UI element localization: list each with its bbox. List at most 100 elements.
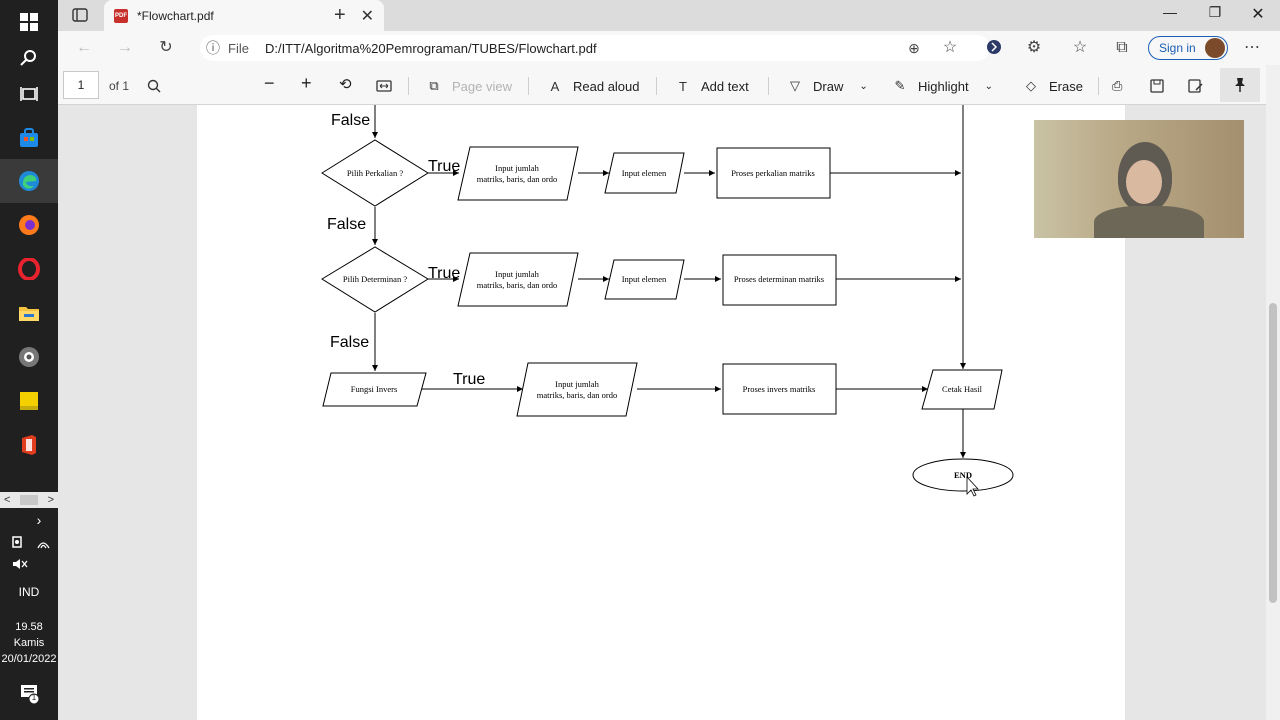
input-jumlah-shape-1 [457,146,579,201]
decision-determinan-label: Pilih Determinan ? [343,274,407,284]
print-icon[interactable]: ⎙ [1112,78,1123,93]
url-text[interactable]: D:/ITT/Algoritma%20Pemrograman/TUBES/Flo… [264,40,597,56]
info-icon[interactable]: ⓘ [206,40,220,56]
file-explorer-icon[interactable] [0,291,58,335]
scroll-left-icon[interactable]: < [4,494,11,506]
extension-icon[interactable] [984,39,1004,57]
back-icon[interactable]: ← [76,39,92,56]
eraser-icon: ◇ [1026,78,1036,93]
search-icon[interactable] [0,36,58,80]
scrollbar-thumb[interactable] [1269,303,1277,603]
label-false-1: False [331,112,370,129]
pin-toolbar-icon[interactable] [1220,68,1260,102]
scroll-thumb[interactable] [20,495,38,505]
extensions-puzzle-icon[interactable]: ⚙ [1026,39,1042,56]
save-icon[interactable] [1150,76,1164,96]
label-true-2: True [428,265,460,282]
tab-flowchart-pdf[interactable]: PDF *Flowchart.pdf ✕ [104,0,384,31]
volume-muted-icon[interactable] [12,557,28,575]
proses-determinan-shape [722,254,837,306]
draw-label: Draw [813,78,844,94]
sign-in-button[interactable]: Sign in [1148,36,1228,60]
label-true-3: True [453,371,485,388]
highlight-button[interactable]: ✎ Highlight ⌄ [892,76,993,96]
cetak-hasil-shape [921,369,1003,410]
separator [656,77,657,95]
clock-time[interactable]: 19.58 [15,621,43,633]
more-options-icon[interactable]: ⋯ [1244,39,1260,56]
draw-button[interactable]: ▽ Draw ⌄ [787,76,868,96]
url-field[interactable]: ⓘ File D:/ITT/Algoritma%20Pemrograman/TU… [200,35,990,61]
notification-count: 1 [31,693,37,702]
input-jumlah-3-line2: matriks, baris, dan ordo [537,390,618,400]
label-false-2: False [327,216,366,233]
tab-actions-icon[interactable] [72,8,88,27]
notifications-icon[interactable]: 1 [20,684,40,709]
label-true-1: True [428,158,460,175]
mouse-cursor-icon [966,475,979,497]
camera-app-icon[interactable] [0,335,58,379]
store-icon[interactable] [0,116,58,160]
draw-chevron-down-icon[interactable]: ⌄ [859,80,868,92]
show-hidden-icons-icon[interactable]: › [36,512,42,528]
windows-start-icon[interactable] [0,0,58,44]
input-jumlah-2-line1: Input jumlah [495,269,539,279]
wifi-icon[interactable] [36,536,50,555]
clock-day: Kamis [13,637,45,649]
url-prefix: File [228,40,249,56]
separator [528,77,529,95]
refresh-icon[interactable]: ↻ [159,39,173,56]
draw-icon: ▽ [790,78,800,93]
language-indicator[interactable]: IND [18,585,40,599]
close-window-icon[interactable]: ✕ [1251,6,1265,23]
add-favorite-icon[interactable]: ☆ [942,39,958,56]
sticky-notes-icon[interactable] [0,379,58,423]
scroll-right-icon[interactable]: > [47,494,54,506]
forward-icon[interactable]: → [117,39,133,56]
meet-now-icon[interactable] [12,535,26,554]
close-tab-icon[interactable]: ✕ [360,7,374,25]
task-view-icon[interactable] [0,72,58,116]
sign-in-label: Sign in [1159,41,1196,55]
find-icon[interactable] [147,76,161,96]
save-as-icon[interactable] [1188,76,1203,96]
read-aloud-icon: A [550,78,560,94]
highlight-icon: ✎ [894,78,906,93]
page-view-button[interactable]: ⧉Page view [426,76,512,96]
tab-title: *Flowchart.pdf [137,8,214,23]
new-tab-icon[interactable]: + [334,4,346,26]
zoom-icon[interactable]: ⊕ [908,40,920,56]
input-elemen-shape-1 [604,152,685,194]
address-bar: ← → ↻ ⓘ File D:/ITT/Algoritma%20Pemrogra… [58,31,1280,65]
restore-icon[interactable]: ❐ [1208,4,1222,20]
add-text-label: Add text [701,78,749,94]
collections-icon[interactable]: ⧉ [1116,39,1128,56]
fit-to-page-icon[interactable] [376,76,392,96]
separator [1098,77,1099,95]
erase-label: Erase [1049,78,1083,94]
webcam-overlay [1034,120,1244,238]
vertical-scrollbar[interactable] [1266,65,1280,720]
office-icon[interactable] [0,423,58,467]
page-view-icon: ⧉ [429,78,439,93]
proses-determinan-label: Proses determinan matriks [734,274,824,284]
highlight-label: Highlight [918,78,969,94]
zoom-out-icon[interactable]: − [264,72,275,93]
rotate-icon[interactable]: ⟲ [339,76,352,93]
opera-icon[interactable] [0,247,58,291]
edge-icon[interactable] [0,159,58,203]
firefox-icon[interactable] [0,203,58,247]
page-number-input[interactable]: 1 [63,71,99,99]
highlight-chevron-down-icon[interactable]: ⌄ [984,80,993,92]
page-total: of 1 [109,79,130,93]
zoom-in-icon[interactable]: + [301,72,312,93]
favorites-icon[interactable]: ☆ [1072,39,1088,56]
label-false-3: False [330,334,369,351]
erase-button[interactable]: ◇ Erase [1023,76,1083,96]
pdf-page: False False False True True True Pilih P… [197,105,1125,720]
taskbar-scroll[interactable]: < > [0,492,58,508]
minimize-icon[interactable]: — [1163,4,1177,20]
cetak-hasil-label: Cetak Hasil [942,384,983,394]
